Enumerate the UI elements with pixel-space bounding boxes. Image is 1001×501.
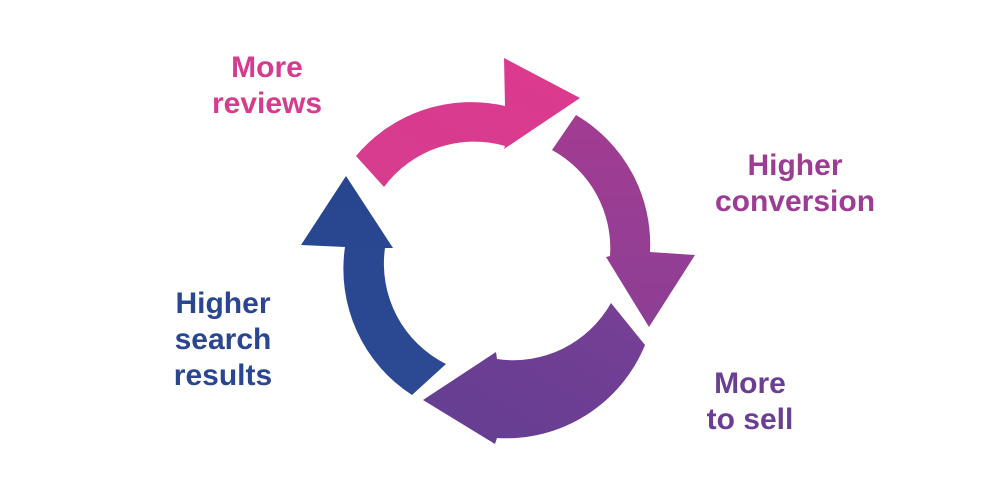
label-higher-search-results: Higher search results <box>143 286 303 394</box>
label-higher-conversion: Higher conversion <box>690 148 900 220</box>
label-higher-search-line-3: results <box>173 359 273 392</box>
label-more-reviews-line-1: More <box>231 51 303 84</box>
label-higher-search-line-2: search <box>174 323 272 356</box>
arrow-left <box>301 176 446 395</box>
label-higher-conversion-line-1: Higher <box>747 149 843 182</box>
label-higher-conversion-line-2: conversion <box>714 185 876 218</box>
arrow-bottom <box>423 303 645 444</box>
arrow-top <box>356 58 580 187</box>
label-more-to-sell: More to sell <box>680 366 820 438</box>
label-more-to-sell-line-1: More <box>714 367 786 400</box>
label-more-reviews: More reviews <box>187 50 347 122</box>
label-more-reviews-line-2: reviews <box>211 87 323 120</box>
label-more-to-sell-line-2: to sell <box>706 403 794 436</box>
label-higher-search-line-1: Higher <box>175 287 271 320</box>
arrow-right <box>552 115 695 327</box>
